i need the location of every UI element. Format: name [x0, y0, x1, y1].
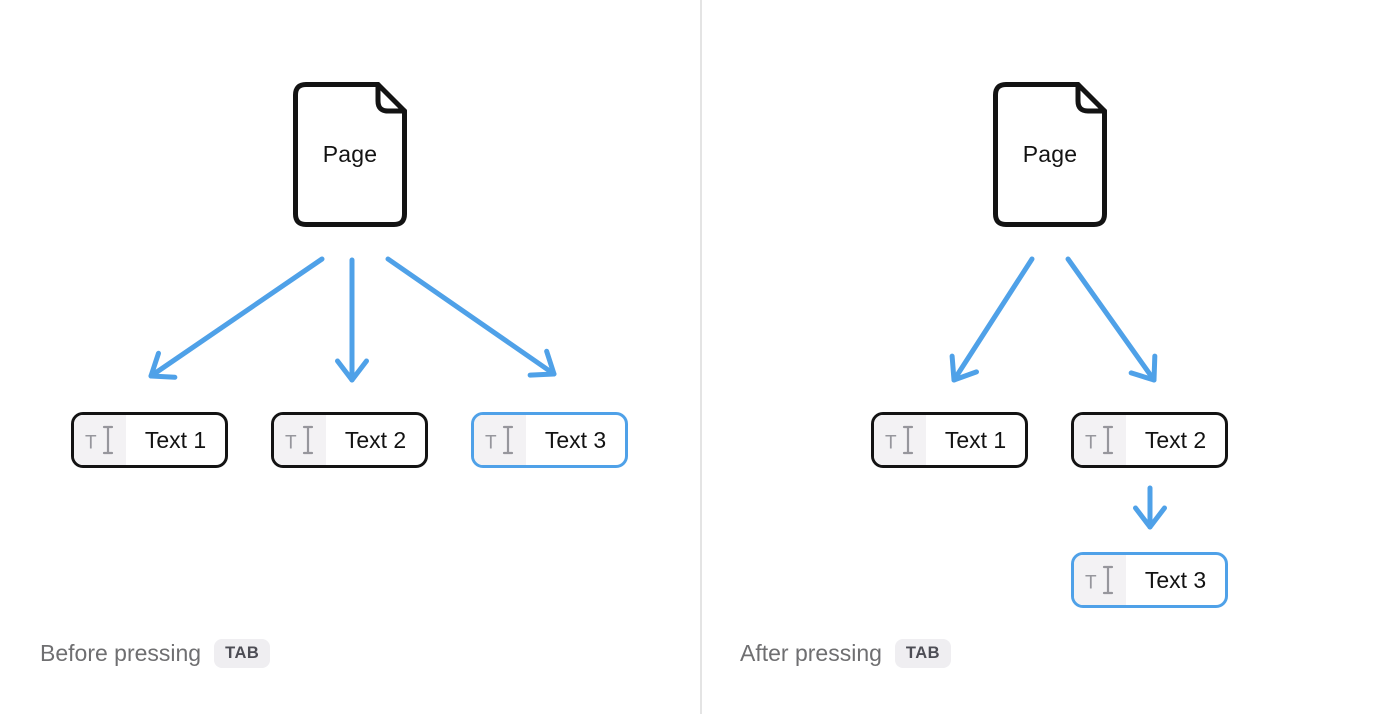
svg-text:T: T: [485, 433, 497, 454]
text-block-3-selected: T Text 3: [471, 412, 628, 468]
tab-key-badge: TAB: [214, 639, 271, 668]
text-block-2: T Text 2: [1071, 412, 1228, 468]
text-block-label: Text 2: [1144, 426, 1207, 453]
tab-key-badge: TAB: [894, 639, 952, 668]
svg-text:T: T: [1085, 573, 1097, 594]
text-block-1: T Text 1: [71, 412, 228, 468]
text-block-label: Text 2: [344, 426, 407, 453]
document-icon: Page: [992, 81, 1108, 228]
document-icon: Page: [292, 81, 408, 228]
svg-text:T: T: [285, 433, 297, 454]
caption-text: After pressing: [740, 640, 882, 666]
text-block-2: T Text 2: [271, 412, 428, 468]
page-node-label: Page: [1022, 141, 1078, 167]
page-node-label: Page: [322, 141, 378, 167]
text-cursor-icon: T: [1074, 555, 1126, 605]
panel-before: Page T Text 1 T Text 2 T Text 3 B: [40, 81, 628, 668]
svg-text:T: T: [1085, 433, 1097, 454]
panel-after: Page T Text 1 T Text 2 T Text 3 A: [700, 0, 1400, 714]
text-block-label: Text 3: [1144, 566, 1207, 593]
caption-before: Before pressing TAB: [40, 639, 271, 668]
text-block-1: T Text 1: [871, 412, 1028, 468]
svg-text:T: T: [885, 433, 897, 454]
caption-text: Before pressing: [40, 640, 202, 666]
text-block-label: Text 3: [544, 426, 607, 453]
text-cursor-icon: T: [274, 415, 326, 465]
text-block-label: Text 1: [944, 426, 1007, 453]
text-block-3-selected: T Text 3: [1071, 552, 1228, 608]
caption-after: After pressing TAB: [740, 639, 952, 668]
svg-text:T: T: [85, 433, 97, 454]
text-cursor-icon: T: [74, 415, 126, 465]
text-cursor-icon: T: [1074, 415, 1126, 465]
text-cursor-icon: T: [874, 415, 926, 465]
text-cursor-icon: T: [474, 415, 526, 465]
text-block-label: Text 1: [144, 426, 207, 453]
panel-divider: [700, 0, 702, 714]
